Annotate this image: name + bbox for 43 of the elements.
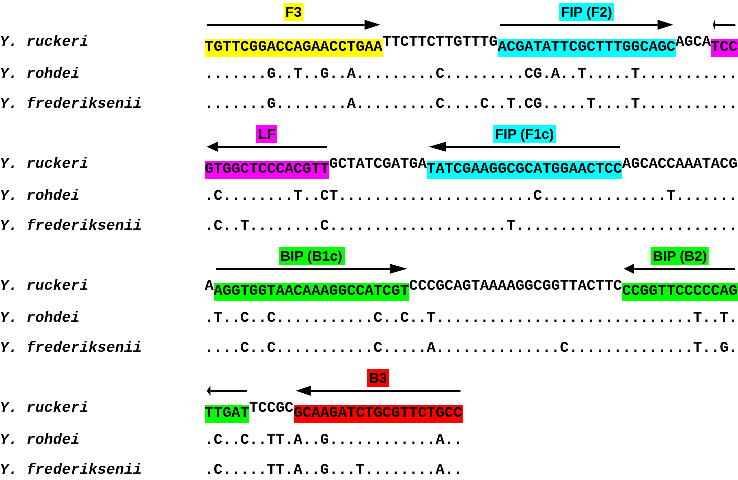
primer-sequence: GTGGCTCCCACGTT bbox=[205, 161, 330, 179]
primer-sequence: CCGGTTCCCCCAG bbox=[622, 283, 738, 301]
sequence-text: AGCA bbox=[676, 35, 712, 53]
sequence-text: AGCACCAAATACG bbox=[622, 157, 738, 175]
species-name: Y. ruckeri bbox=[0, 157, 89, 173]
species-name: Y. ruckeri bbox=[0, 35, 89, 51]
sequence-text: ....C..C...........C.....A..............C..............T..G. bbox=[205, 341, 738, 357]
species-name: Y. rohdei bbox=[0, 67, 80, 83]
species-name: Y. rohdei bbox=[0, 311, 80, 327]
sequence-text: .T..C..C...........C..C..T.............................T..T. bbox=[205, 311, 738, 327]
sequence-text: .......G..T..G..A.........C.........CG.A..T.....T........... bbox=[205, 67, 738, 83]
sequence-text: .......G........A.........C....C..T.CG.....T....T........... bbox=[205, 97, 738, 113]
species-name: Y. frederiksenii bbox=[0, 97, 142, 113]
species-name: Y. ruckeri bbox=[0, 279, 89, 295]
sequence-text: .C.....TT.A..G...T........A.. bbox=[205, 463, 463, 479]
sequence-text: A bbox=[205, 279, 214, 297]
primer-sequence: GCAAGATCTGCGTTCTGCC bbox=[294, 405, 463, 423]
species-name: Y. frederiksenii bbox=[0, 219, 142, 235]
primer-sequence: AGGTGGTAACAAAGGCCATCGT bbox=[214, 283, 410, 301]
sequence-text: .C..T........C....................T......................... bbox=[205, 219, 738, 235]
primer-sequence: TTGAT bbox=[205, 405, 250, 423]
primer-label: LF bbox=[256, 125, 278, 143]
species-name: Y. ruckeri bbox=[0, 401, 89, 417]
sequence-text: .C..C..TT.A..G............A.. bbox=[205, 433, 463, 449]
primer-label: F3 bbox=[284, 3, 304, 21]
primer-sequence: TATCGAAGGCGCATGGAACTCC bbox=[427, 161, 622, 179]
sequence-text: .C........T..CT......................C..............T....... bbox=[205, 189, 738, 205]
sequence-text: CCCGCAGTAAAAGGCGGTTACTTC bbox=[409, 279, 622, 297]
species-name: Y. rohdei bbox=[0, 433, 80, 449]
primer-label: FIP (F2) bbox=[559, 3, 614, 21]
primer-sequence: TCC bbox=[711, 39, 738, 57]
sequence-text: TCCGC bbox=[249, 401, 294, 419]
species-name: Y. rohdei bbox=[0, 189, 80, 205]
sequence-text: TTCTTCTTGTTTG bbox=[382, 35, 498, 51]
primer-label: FIP (F1c) bbox=[493, 125, 556, 143]
primer-label: BIP (B2) bbox=[651, 247, 710, 265]
species-name: Y. frederiksenii bbox=[0, 341, 142, 357]
species-name: Y. frederiksenii bbox=[0, 463, 142, 479]
sequence-text: GCTATCGATGA bbox=[329, 157, 428, 175]
primer-sequence: ACGATATTCGCTTTGGCAGC bbox=[498, 39, 676, 57]
primer-label: B3 bbox=[367, 369, 390, 387]
primer-sequence: TGTTCGGACCAGAACCTGAA bbox=[205, 39, 383, 57]
primer-label: BIP (B1c) bbox=[278, 247, 345, 265]
